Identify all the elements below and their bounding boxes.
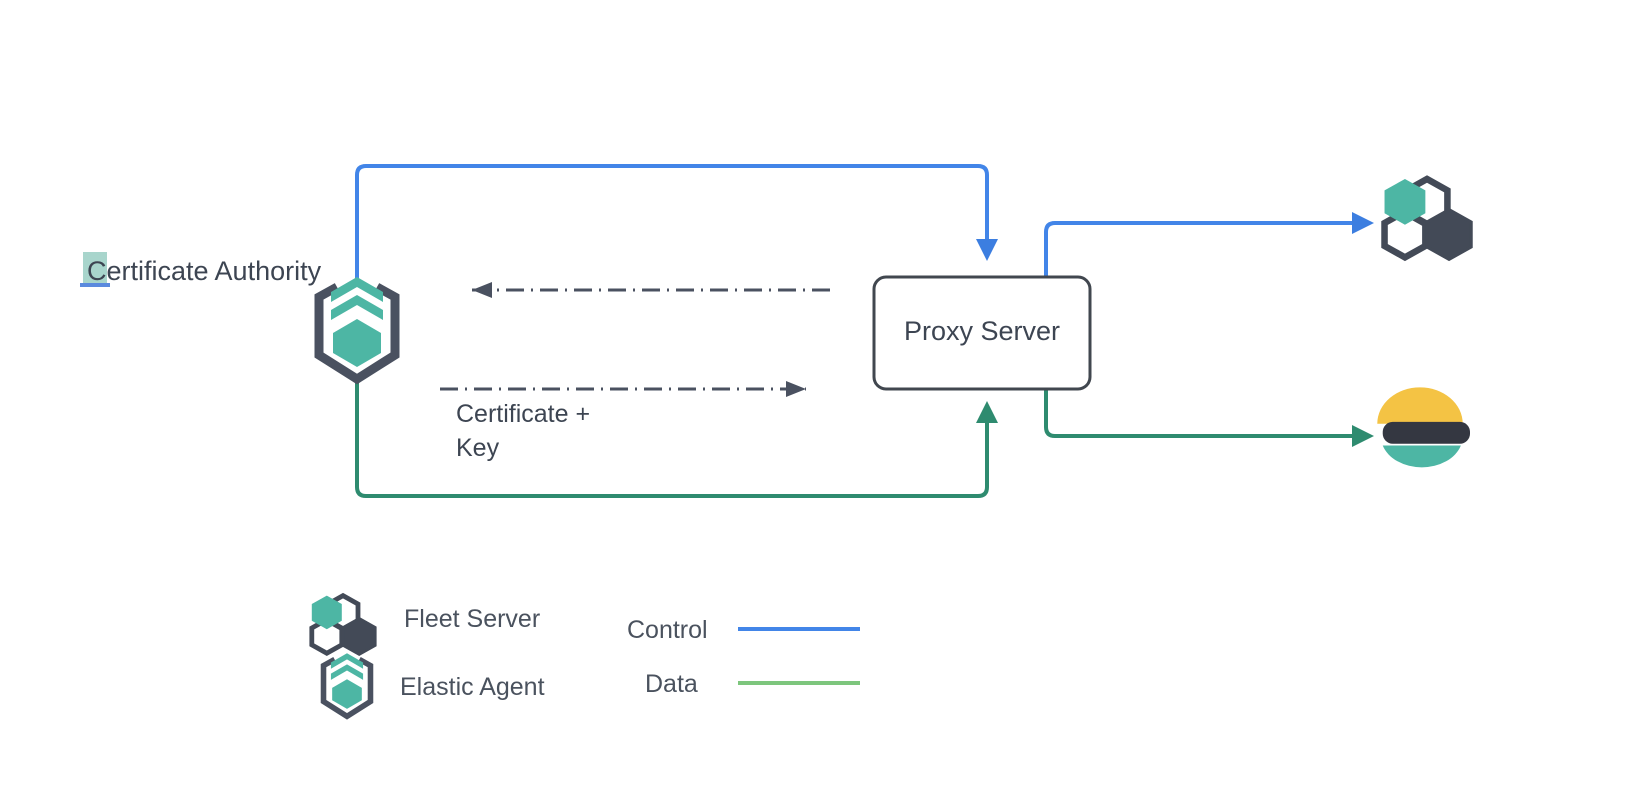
- legend-fleet-server-icon: [312, 596, 374, 654]
- legend-item-label-elastic-agent: Elastic Agent: [400, 673, 545, 701]
- certificate-authority-label-group: Certificate Authority: [80, 252, 322, 287]
- node-fleet-server[interactable]: [1385, 179, 1470, 257]
- edge-label-key: Key: [456, 434, 500, 462]
- node-proxy-server-label: Proxy Server: [904, 316, 1060, 346]
- certificate-authority-label: Certificate Authority: [87, 256, 322, 286]
- elastic-agent-icon: [319, 277, 395, 379]
- fleet-server-icon: [1385, 179, 1470, 257]
- legend: Fleet Server Elastic Agent Control Data: [312, 596, 860, 717]
- selection-highlight: [83, 252, 107, 284]
- edge-control-to-proxy: [355, 164, 998, 283]
- elasticsearch-icon: [1377, 387, 1470, 468]
- node-elasticsearch[interactable]: [1377, 387, 1470, 468]
- edge-label-certificate: Certificate +: [456, 400, 590, 428]
- node-certificate-authority[interactable]: [319, 277, 395, 379]
- edge-certificate-key: Certificate + Key: [440, 381, 806, 462]
- text-caret-underline: [80, 283, 110, 287]
- edge-proxy-to-fleet: [1044, 212, 1374, 277]
- legend-line-label-data: Data: [645, 670, 698, 698]
- edge-data-to-proxy: [355, 380, 998, 498]
- edge-proxy-to-elasticsearch: [1044, 389, 1374, 447]
- node-proxy-server[interactable]: Proxy Server: [872, 275, 1092, 391]
- legend-item-label-fleet-server: Fleet Server: [404, 605, 540, 633]
- legend-elastic-agent-icon: [324, 653, 371, 716]
- legend-line-label-control: Control: [627, 616, 708, 644]
